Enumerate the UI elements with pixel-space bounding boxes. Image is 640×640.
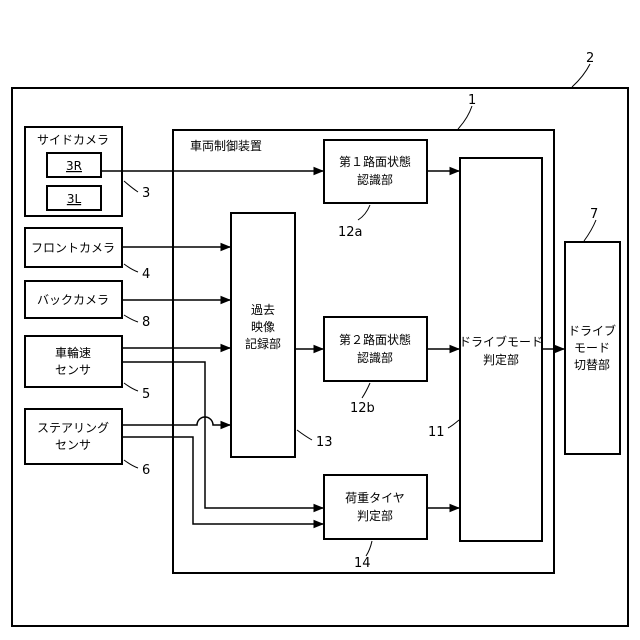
back-camera-ref: 8 bbox=[142, 315, 150, 330]
wheel-speed-ref: 5 bbox=[142, 387, 150, 402]
recorder-box bbox=[231, 213, 295, 457]
road-state-1-label-1: 第１路面状態 bbox=[339, 154, 411, 169]
road-state-2-label-2: 認識部 bbox=[357, 350, 393, 365]
controller-label: 車両制御装置 bbox=[190, 138, 262, 153]
mode-switch-label-3: 切替部 bbox=[574, 357, 610, 372]
front-camera-label: フロントカメラ bbox=[31, 241, 115, 255]
load-tire-label-2: 判定部 bbox=[357, 508, 393, 523]
recorder-label-2: 映像 bbox=[251, 320, 275, 334]
road-state-1-box bbox=[324, 140, 427, 203]
road-state-1-label-2: 認識部 bbox=[357, 172, 393, 187]
load-tire-ref: 14 bbox=[354, 556, 371, 571]
wheel-speed-box bbox=[25, 336, 122, 387]
steering-ref: 6 bbox=[142, 463, 150, 478]
steering-label-2: センサ bbox=[55, 438, 91, 452]
mode-judge-box bbox=[460, 158, 542, 541]
recorder-label-3: 記録部 bbox=[245, 336, 281, 351]
mode-switch-label-2: モード bbox=[574, 341, 610, 355]
load-tire-label-1: 荷重タイヤ bbox=[345, 491, 405, 505]
mode-judge-ref: 11 bbox=[428, 425, 445, 440]
road-state-2-ref: 12b bbox=[350, 401, 375, 416]
mode-switch-label-1: ドライブ bbox=[568, 323, 616, 338]
steering-box bbox=[25, 409, 122, 464]
mode-judge-label-2: 判定部 bbox=[483, 352, 519, 367]
side-camera-ref: 3 bbox=[142, 186, 150, 201]
mode-switch-ref: 7 bbox=[590, 207, 598, 222]
back-camera-label: バックカメラ bbox=[37, 293, 109, 307]
recorder-ref: 13 bbox=[316, 435, 333, 450]
camera-3l-label: 3L bbox=[67, 192, 82, 206]
road-state-2-box bbox=[324, 317, 427, 381]
system-ref: 2 bbox=[586, 51, 594, 66]
wheel-speed-label-1: 車輪速 bbox=[55, 345, 91, 360]
recorder-label-1: 過去 bbox=[251, 303, 275, 317]
system-leader bbox=[572, 64, 590, 87]
front-camera-ref: 4 bbox=[142, 267, 150, 282]
controller-ref: 1 bbox=[468, 93, 476, 108]
camera-3r-label: 3R bbox=[66, 159, 82, 173]
load-tire-box bbox=[324, 475, 427, 539]
wheel-speed-label-2: センサ bbox=[55, 363, 91, 377]
steering-label-1: ステアリング bbox=[37, 421, 109, 435]
side-camera-label: サイドカメラ bbox=[37, 133, 109, 147]
road-state-2-label-1: 第２路面状態 bbox=[339, 332, 411, 347]
road-state-1-ref: 12a bbox=[338, 225, 363, 240]
mode-judge-label-1: ドライブモード bbox=[459, 334, 543, 349]
